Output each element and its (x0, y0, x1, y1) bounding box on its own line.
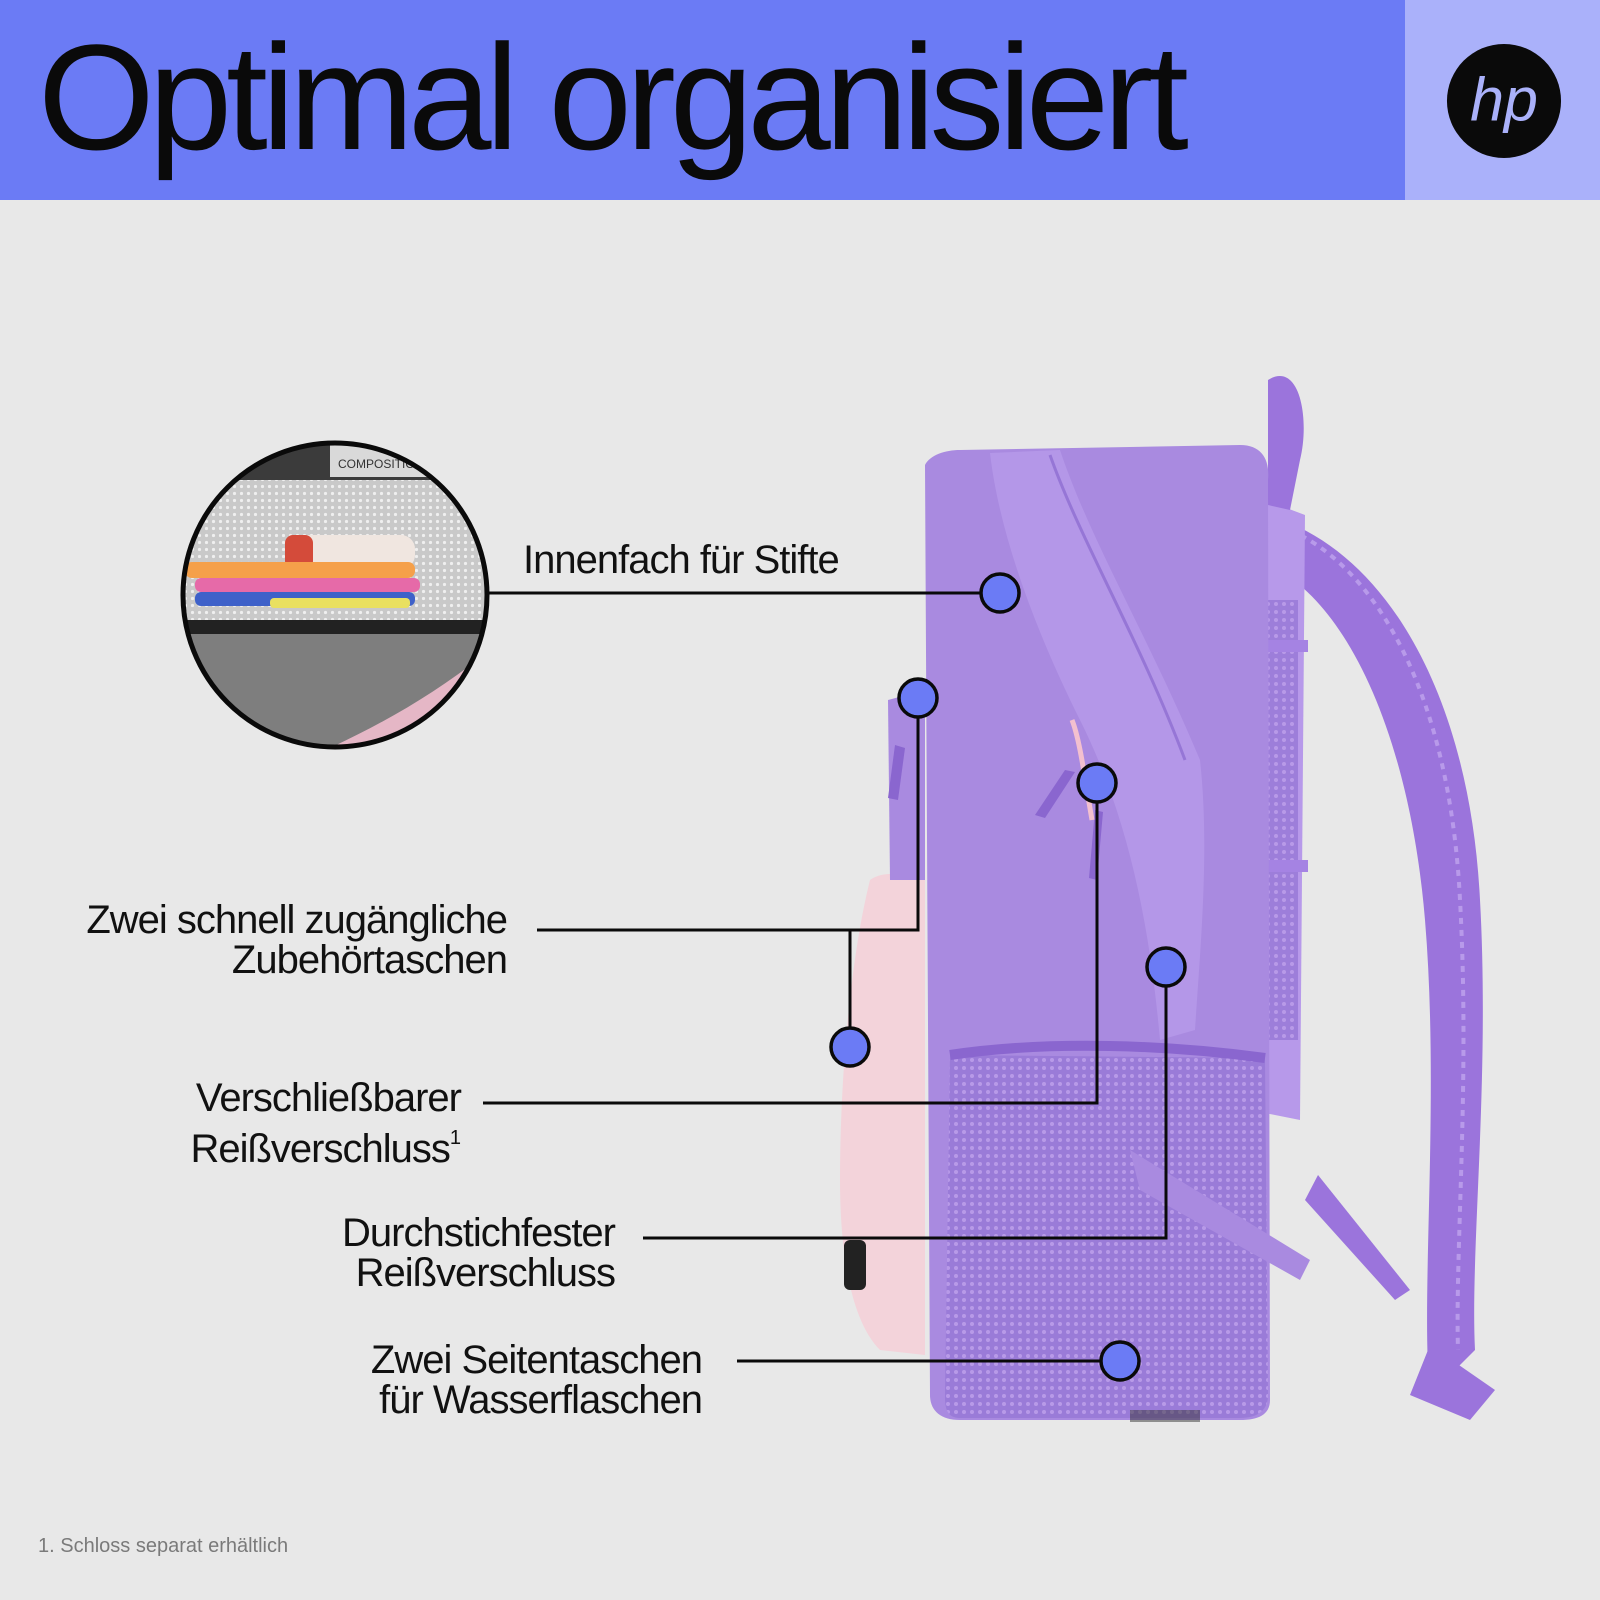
front-pocket (840, 873, 925, 1355)
marker-accessory-pocket-top[interactable] (897, 677, 939, 719)
marker-lockable-zipper[interactable] (1076, 762, 1118, 804)
label-accessory-pockets: Zwei schnell zugängliche Zubehörtaschen (86, 898, 508, 982)
label-puncture-resistant-zipper-line2: Reißverschluss (355, 1251, 616, 1295)
footnote: 1. Schloss separat erhältlich (38, 1535, 289, 1557)
shoulder-strap (1278, 520, 1495, 1420)
logo-panel: hp (1405, 0, 1600, 200)
marker-accessory-pocket-front[interactable] (829, 1026, 871, 1068)
inset-frame (180, 440, 490, 750)
top-handle (1268, 376, 1304, 510)
label-pen-compartment: Innenfach für Stifte (523, 538, 840, 582)
label-side-pockets: Zwei Seitentaschen für Wasserflaschen (370, 1338, 703, 1422)
label-lockable-zipper-line1: Verschließbarer (195, 1076, 462, 1120)
label-puncture-resistant-zipper-line1: Durchstichfester (342, 1211, 616, 1255)
marker-pen-compartment[interactable] (979, 572, 1021, 614)
marker-puncture-resistant-zipper[interactable] (1145, 946, 1187, 988)
inset-printed-text: COMPOSITION BO (338, 457, 444, 471)
label-lockable-zipper-line2: Reißverschluss (190, 1127, 450, 1171)
footnote-ref: 1 (449, 1127, 461, 1149)
label-puncture-resistant-zipper: Durchstichfester Reißverschluss (342, 1211, 616, 1295)
zipper-pulls (888, 719, 1103, 880)
hp-logo-text: hp (1470, 66, 1538, 134)
label-side-pockets-line2: für Wasserflaschen (379, 1378, 703, 1422)
page-title: Optimal organisiert (38, 13, 1189, 181)
front-strap-band (990, 450, 1205, 1040)
patch-logo (844, 1240, 866, 1290)
callout-lines (483, 591, 1168, 1363)
hp-logo-icon: hp (1446, 43, 1562, 159)
label-lockable-zipper: Verschließbarer Reißverschluss1 (190, 1076, 462, 1171)
label-side-pockets-line1: Zwei Seitentaschen (370, 1338, 703, 1382)
header-banner: Optimal organisiert (0, 0, 1405, 200)
label-accessory-pockets-line1: Zwei schnell zugängliche (86, 898, 508, 942)
marker-side-pockets[interactable] (1099, 1340, 1141, 1382)
label-accessory-pockets-line2: Zubehörtaschen (231, 938, 508, 982)
